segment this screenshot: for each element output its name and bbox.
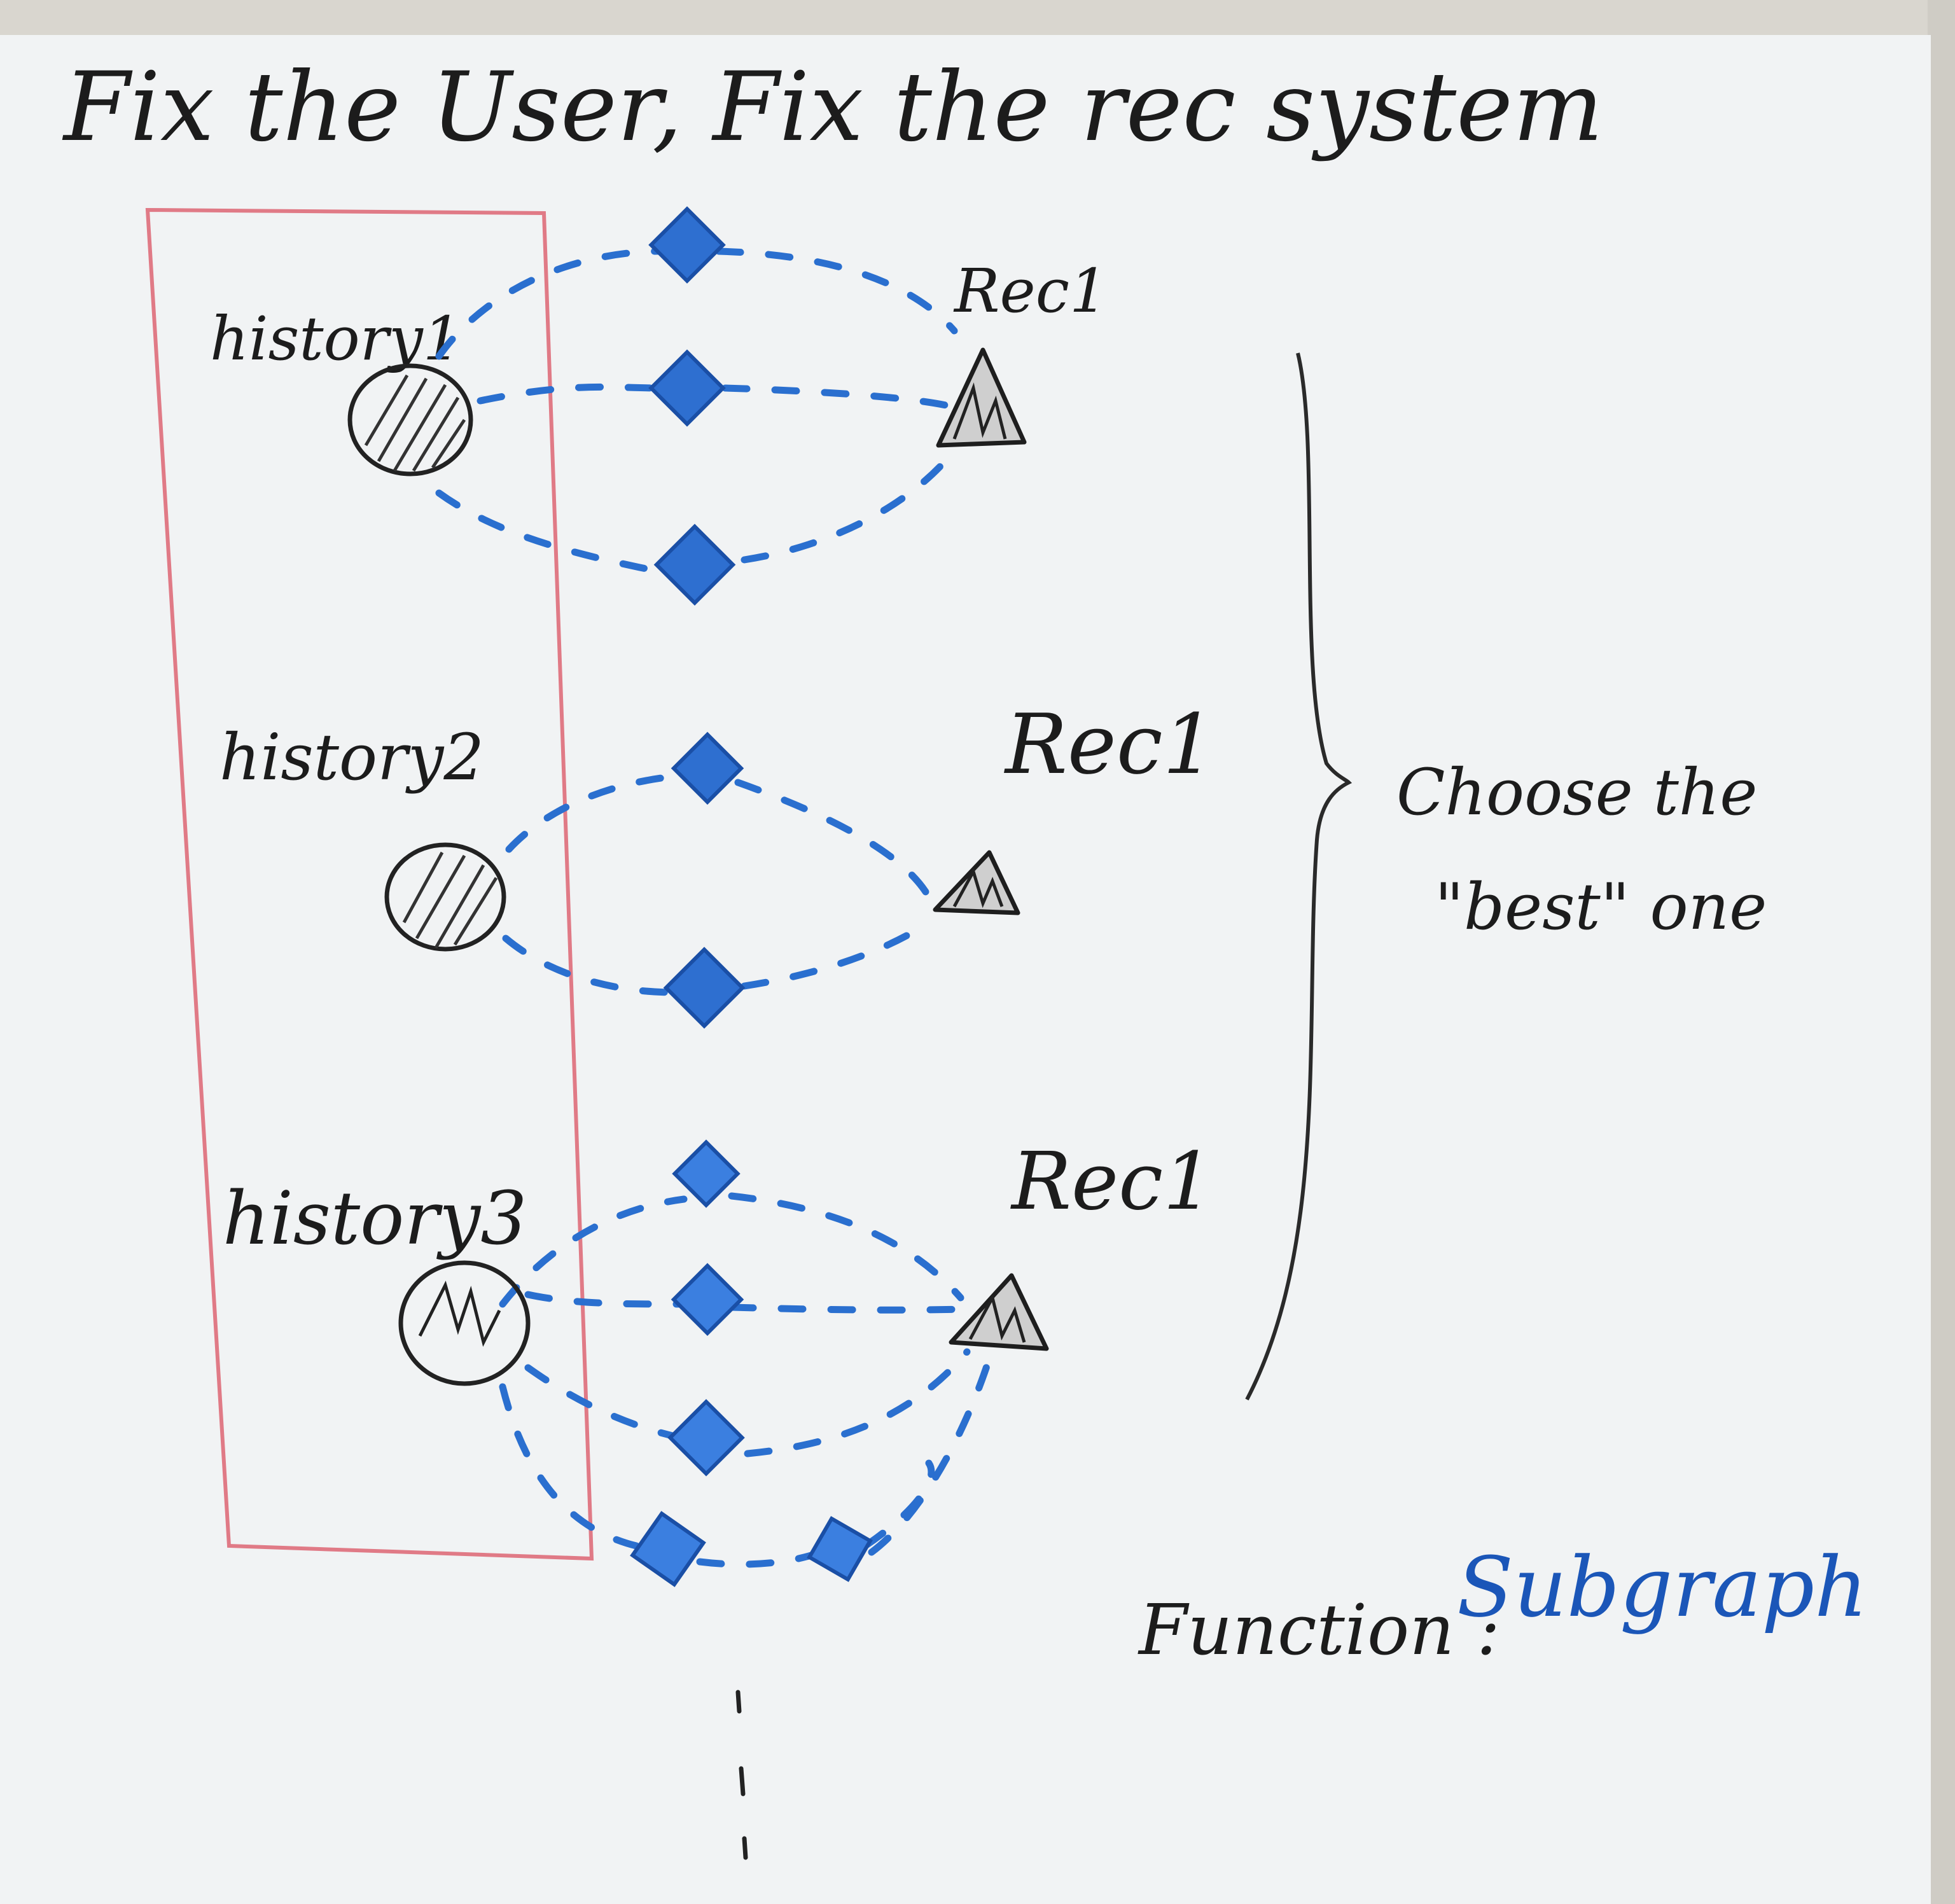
item-node-1b xyxy=(648,349,726,427)
user-node-1 xyxy=(347,363,473,476)
title: Fix the User, Fix the rec system xyxy=(62,52,1603,163)
user-node-3 xyxy=(398,1260,531,1386)
edge-1f xyxy=(741,454,952,564)
rec-node-2 xyxy=(933,850,1020,915)
group-2: history2 Rec1 xyxy=(219,696,1215,1029)
history-box xyxy=(145,207,594,1561)
grouping-brace xyxy=(1245,352,1353,1401)
rec-node-1 xyxy=(936,347,1027,448)
edge-3c xyxy=(524,1291,685,1308)
rec-label-2: Rec1 xyxy=(1004,696,1215,793)
history-label-2: history2 xyxy=(219,720,484,795)
edge-1e xyxy=(435,489,653,573)
group-1: history1 Rec1 xyxy=(210,206,1108,606)
item-node-2b xyxy=(663,947,746,1029)
edge-3f xyxy=(744,1348,971,1457)
history-label-1: history1 xyxy=(210,304,461,374)
user-node-2 xyxy=(384,842,506,952)
item-node-2a xyxy=(671,732,744,805)
board-frame-top xyxy=(0,0,1955,38)
edge-3e xyxy=(524,1364,685,1442)
board-frame-right xyxy=(1928,0,1955,1904)
edge-2b xyxy=(734,779,933,901)
edge-2c xyxy=(502,935,678,996)
edge-3d xyxy=(728,1303,964,1314)
edge-2d xyxy=(741,919,933,990)
rec-node-3 xyxy=(949,1273,1049,1351)
item-node-1c xyxy=(653,524,736,606)
item-node-1a xyxy=(648,206,726,284)
edge-3g xyxy=(499,1383,640,1550)
edge-3j xyxy=(868,1345,996,1556)
edge-3a xyxy=(499,1195,688,1308)
function-value: Subgraph xyxy=(1457,1539,1868,1636)
rec-label-3: Rec1 xyxy=(1010,1136,1214,1228)
board-surface xyxy=(0,35,1931,1904)
edge-2a xyxy=(505,772,681,853)
continuation-dots xyxy=(735,1690,748,1860)
annotation-line-2: "best" one xyxy=(1435,870,1767,944)
item-node-3c xyxy=(667,1399,745,1477)
history-label-3: history3 xyxy=(223,1176,527,1261)
item-node-3d xyxy=(630,1511,706,1587)
item-node-3b xyxy=(671,1263,744,1336)
function-label: Function : xyxy=(1138,1589,1500,1671)
rec-label-1: Rec1 xyxy=(953,256,1108,326)
edge-3b xyxy=(728,1192,964,1302)
item-node-3e xyxy=(807,1516,873,1582)
annotation-line-1: Choose the xyxy=(1396,755,1757,830)
item-node-3a xyxy=(672,1139,741,1208)
group-3: history3 Rec1 xyxy=(223,1136,1214,1587)
edge-1d xyxy=(721,384,958,411)
edge-1c xyxy=(477,383,665,405)
